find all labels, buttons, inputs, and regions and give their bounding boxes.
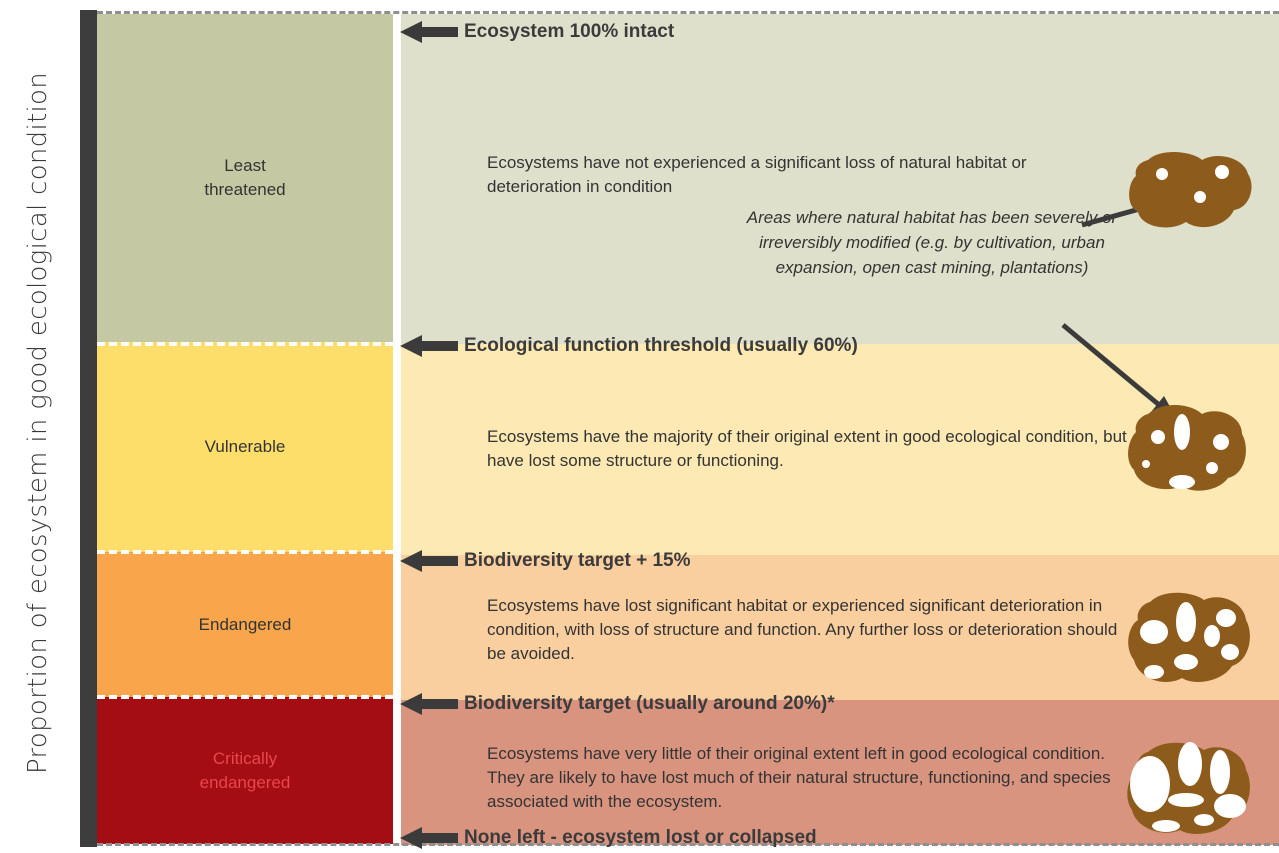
band-vulnerable: Vulnerable	[97, 342, 393, 552]
threshold-target: Biodiversity target (usually around 20%)…	[400, 689, 835, 719]
threshold-100: Ecosystem 100% intact	[400, 17, 674, 47]
habitat-blob-endangered-icon	[1128, 592, 1250, 682]
band-endangered: Endangered	[97, 552, 393, 697]
description-least-threatened: Ecosystems have not experienced a signif…	[487, 153, 1027, 196]
bottom-dashed-line	[97, 843, 1279, 846]
habitat-blob-least-threatened-icon	[1129, 152, 1252, 228]
desc-band-least-threatened	[401, 14, 1279, 344]
separator-target	[97, 695, 393, 699]
left-arrow-icon	[400, 550, 458, 572]
threshold-label: Ecological function threshold (usually 6…	[464, 335, 858, 356]
category-label: Vulnerable	[204, 437, 286, 456]
modified-habitat-note: Areas where natural habitat has been sev…	[746, 208, 1118, 277]
axis-bar	[80, 10, 97, 847]
top-dashed-line	[97, 11, 1279, 14]
category-label: Endangered	[198, 614, 292, 634]
threshold-label: Biodiversity target + 15%	[464, 550, 691, 571]
description-vulnerable: Ecosystems have the majority of their or…	[487, 427, 1127, 470]
separator-60	[97, 342, 393, 346]
habitat-blob-vulnerable-icon	[1128, 404, 1246, 491]
band-least-threatened: Least threatened	[97, 14, 393, 342]
arrow-to-blob-2	[1061, 323, 1160, 406]
habitat-blob-critically-endangered-icon	[1127, 742, 1250, 834]
separator-target-15	[97, 550, 393, 554]
threshold-60: Ecological function threshold (usually 6…	[400, 331, 858, 361]
category-label: Least threatened	[204, 156, 286, 199]
left-arrow-icon	[400, 693, 458, 715]
left-arrow-icon	[400, 21, 458, 43]
threshold-target-15: Biodiversity target + 15%	[400, 546, 691, 576]
threshold-label: Biodiversity target (usually around 20%)…	[464, 693, 835, 714]
left-arrow-icon	[400, 335, 458, 357]
left-arrow-icon	[400, 827, 458, 849]
category-label: Critically endangered	[199, 748, 291, 792]
threshold-label: None left - ecosystem lost or collapsed	[464, 827, 817, 848]
threshold-label: Ecosystem 100% intact	[464, 21, 675, 42]
threshold-0: None left - ecosystem lost or collapsed	[400, 823, 817, 853]
description-critically-endangered: Ecosystems have very little of their ori…	[487, 744, 1111, 811]
band-critically-endangered: Critically endangered	[97, 697, 393, 844]
description-endangered: Ecosystems have lost significant habitat…	[487, 596, 1118, 663]
